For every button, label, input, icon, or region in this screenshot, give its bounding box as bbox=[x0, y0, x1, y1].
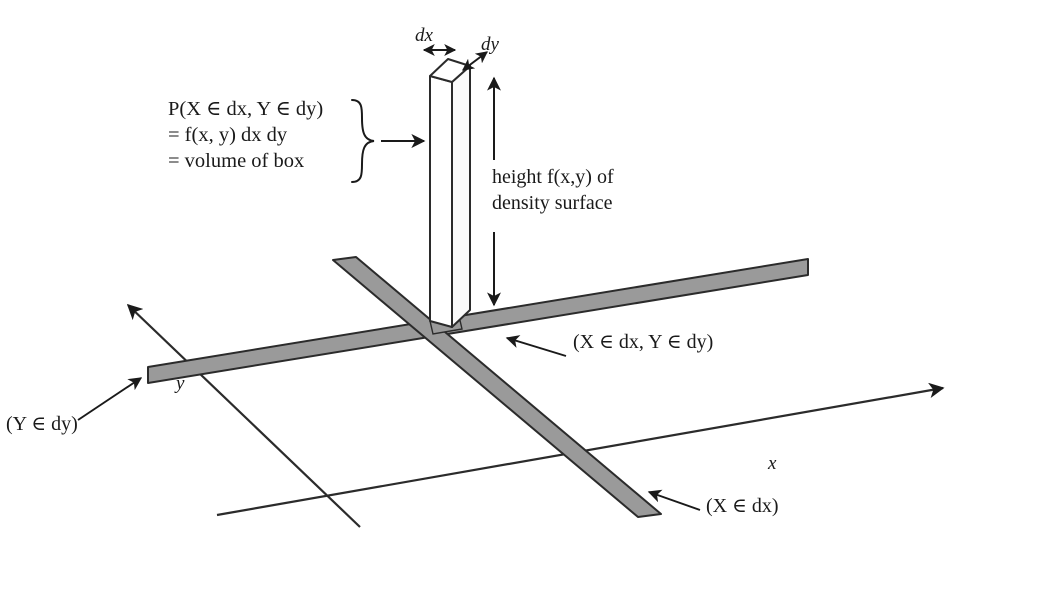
axis-y bbox=[126, 303, 361, 528]
strip-x-in-dx bbox=[332, 256, 662, 518]
leader-y-event bbox=[77, 377, 143, 421]
joint-event-label: (X ∈ dx, Y ∈ dy) bbox=[573, 331, 714, 353]
height-line-2: density surface bbox=[492, 191, 613, 214]
formula-line-2: = f(x, y) dx dy bbox=[168, 124, 288, 147]
formula-annotation: P(X ∈ dx, Y ∈ dy) = f(x, y) dx dy = volu… bbox=[168, 96, 323, 175]
box-face-front-right bbox=[451, 65, 471, 328]
x-event-label: (X ∈ dx) bbox=[706, 495, 779, 517]
density-box bbox=[429, 58, 471, 328]
height-line-1: height f(x,y) of bbox=[492, 166, 614, 188]
dy-measure-arrow bbox=[462, 51, 488, 71]
y-event-label: (Y ∈ dy) bbox=[6, 413, 78, 435]
strip-y-in-dy bbox=[147, 258, 809, 384]
formula-line-3: = volume of box bbox=[168, 150, 305, 173]
height-annotation: height f(x,y) of density surface bbox=[492, 165, 614, 216]
dx-label: dx bbox=[415, 25, 433, 46]
leader-joint-event bbox=[505, 335, 567, 357]
formula-line-1: P(X ∈ dx, Y ∈ dy) bbox=[168, 98, 324, 120]
axis-y-label: y bbox=[176, 373, 185, 394]
box-face-front-left bbox=[429, 75, 453, 328]
axis-x-label: x bbox=[768, 453, 777, 474]
dy-label: dy bbox=[481, 34, 499, 55]
leader-x-event bbox=[647, 489, 701, 511]
formula-brace bbox=[351, 99, 375, 183]
